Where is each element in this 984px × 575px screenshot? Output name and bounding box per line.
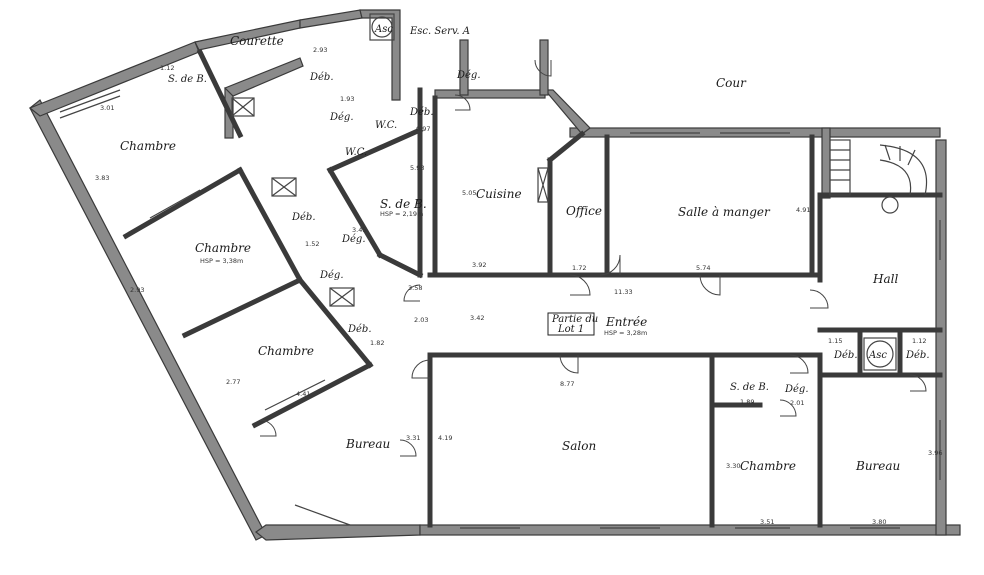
label-deb-top: Déb.: [309, 72, 334, 83]
dim-label: 4.91: [796, 206, 810, 214]
dim-label: 1.12: [912, 337, 926, 345]
dim-label: 3.01: [100, 104, 114, 112]
dim-label: 1.52: [305, 240, 319, 248]
dim-label: 3.30: [726, 462, 740, 470]
label-hall: Hall: [872, 272, 898, 286]
dim-label: 2.93: [313, 46, 327, 54]
dim-label: 11.33: [614, 288, 633, 296]
dim-label: 3.51: [760, 518, 774, 526]
dim-label: 3.42: [470, 314, 484, 322]
dim-label: 3.92: [472, 261, 486, 269]
dim-label: 3.80: [872, 518, 886, 526]
label-asc-top: Asc: [374, 24, 393, 35]
dim-label: 4.41: [296, 390, 310, 398]
label-bureau-right: Bureau: [855, 459, 900, 473]
label-sdb-mid: S. de B.: [380, 197, 427, 211]
dim-label: 1.15: [828, 337, 842, 345]
label-cuisine: Cuisine: [476, 187, 522, 201]
label-deb-right1: Déb.: [833, 350, 858, 361]
area-entree: HSP = 3,28m: [604, 329, 647, 337]
dim-label: 3.83: [95, 174, 109, 182]
label-chambre-1: Chambre: [120, 139, 176, 153]
partie-lot-box: [547, 312, 595, 336]
label-deb-low: Déb.: [347, 324, 372, 335]
dim-label: 2.77: [226, 378, 240, 386]
label-deb-wc: Déb.: [409, 107, 434, 118]
label-entree: Entrée: [605, 315, 647, 329]
dim-label: 2.01: [790, 399, 804, 407]
label-deg-top: Dég.: [456, 70, 481, 81]
label-salon: Salon: [562, 439, 596, 453]
label-sdb-low: S. de B.: [730, 382, 769, 393]
label-asc-right: Asc: [868, 350, 887, 361]
dim-label: 5.93: [410, 164, 424, 172]
label-esc-serv: Esc. Serv. A: [409, 26, 470, 37]
label-deg-low: Dég.: [784, 384, 809, 395]
duct-shafts: [231, 97, 549, 307]
dim-label: 3.58: [408, 284, 422, 292]
label-deb-right2: Déb.: [905, 350, 930, 361]
dim-label: 1.82: [370, 339, 384, 347]
label-salle-a-manger: Salle à manger: [678, 205, 771, 219]
room-labels: Courette Cour Esc. Serv. A Asc Dég. Déb.…: [120, 24, 930, 473]
door-swings: [259, 59, 927, 457]
staircase: [829, 139, 927, 214]
dimension-labels: 1.12 2.93 3.01 3.83 2.93 1.93 5.93 3.45 …: [95, 46, 942, 526]
dim-label: 5.74: [696, 264, 710, 272]
dim-label: 4.19: [438, 434, 452, 442]
dim-label: 1.72: [572, 264, 586, 272]
dim-label: 2.03: [414, 316, 428, 324]
label-chambre-low: Chambre: [740, 459, 796, 473]
dim-label: 3.31: [406, 434, 420, 442]
dim-label: 2.93: [130, 286, 144, 294]
dim-label: 1.93: [340, 95, 354, 103]
windows: [59, 89, 941, 529]
label-chambre-2: Chambre: [195, 241, 251, 255]
dim-label: 0.97: [416, 125, 430, 133]
label-cour: Cour: [716, 76, 747, 90]
label-chambre-3: Chambre: [258, 344, 314, 358]
dim-label: 8.77: [560, 380, 574, 388]
area-chambre-2: HSP = 3,38m: [200, 257, 243, 265]
lift-shafts: [369, 13, 897, 371]
label-wc-1: W.C.: [375, 120, 397, 131]
dim-label: 1.89: [740, 398, 754, 406]
dim-label: 5.05: [462, 189, 476, 197]
label-sdb-top: S. de B.: [168, 74, 207, 85]
label-deg-mid1: Dég.: [341, 234, 366, 245]
area-sdb-mid: HSP = 2,19m: [380, 210, 423, 218]
label-wc-2: W.C.: [345, 147, 367, 158]
label-deg-upper: Dég.: [329, 112, 354, 123]
label-partie-lot-2: Lot 1: [557, 324, 584, 335]
label-partie-lot-1: Partie du: [551, 314, 598, 325]
label-deg-mid2: Dég.: [319, 270, 344, 281]
interior-walls: [122, 48, 943, 528]
dim-label: 1.12: [160, 64, 174, 72]
label-office: Office: [566, 204, 602, 218]
label-deb-mid: Déb.: [291, 212, 316, 223]
label-bureau-left: Bureau: [345, 437, 390, 451]
dim-label: 3.96: [928, 449, 942, 457]
label-courette: Courette: [230, 34, 284, 48]
dim-label: 3.45: [352, 226, 366, 234]
